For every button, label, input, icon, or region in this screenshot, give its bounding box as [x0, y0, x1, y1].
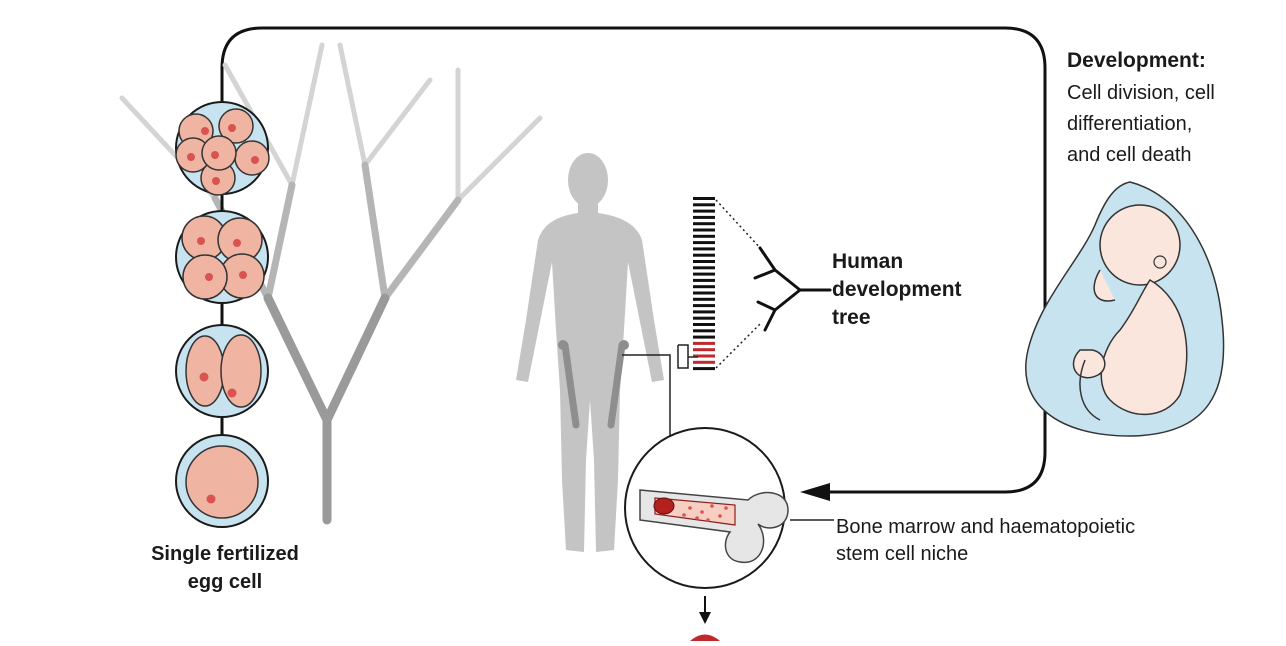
ladder-bar: [693, 297, 715, 301]
fetus-illustration: [1025, 181, 1225, 437]
ladder-bar: [693, 241, 715, 245]
ladder-bar: [693, 197, 715, 200]
ladder-bar: [693, 360, 715, 364]
ladder-bar: [693, 260, 715, 263]
ladder-bar: [693, 335, 715, 339]
cycle-arrowhead: [800, 483, 830, 501]
callout-lines: [622, 344, 698, 440]
ladder-bar: [693, 272, 715, 276]
ladder-bar: [693, 222, 715, 226]
ladder-bar: [693, 247, 715, 251]
mini-tree-icon: [753, 246, 832, 332]
lineage-tree: [119, 42, 543, 525]
ladder-bar: [693, 234, 715, 238]
ladder-bar: [693, 354, 715, 358]
ladder-bar: [693, 341, 715, 345]
ladder-bar: [693, 228, 715, 232]
ladder-bar: [693, 215, 715, 219]
blood-cell-partial: [690, 634, 720, 641]
development-title: Development:: [1067, 49, 1206, 72]
human-development-tree-label: Human development tree: [832, 250, 962, 329]
cycle-arrow: [220, 26, 1047, 501]
ladder-bar: [693, 310, 715, 314]
cell-stage-8: [175, 101, 270, 196]
leg-bones: [558, 340, 629, 429]
cell-stage-2: [175, 324, 269, 418]
ladder-bar: [693, 203, 715, 207]
ladder-bar: [693, 253, 715, 257]
development-description: Cell division, cell differentiation, and…: [1067, 82, 1215, 166]
bone-marrow-magnifier: [624, 427, 834, 589]
ladder-bar: [693, 329, 715, 333]
ladder-bar: [693, 266, 715, 270]
zoom-lines: [715, 199, 763, 369]
human-silhouette: [516, 153, 664, 552]
cell-stage-4: [175, 210, 269, 304]
ladder-bar: [693, 291, 715, 295]
ladder-bar: [693, 367, 715, 371]
ladder-bar: [693, 323, 715, 326]
down-arrow: [690, 596, 720, 641]
bone-marrow-label: Bone marrow and haematopoietic stem cell…: [836, 516, 1136, 565]
ladder-bar: [693, 278, 715, 282]
ladder-bar: [693, 304, 715, 308]
ladder-bar: [693, 209, 715, 213]
cell-stage-1: [175, 434, 269, 528]
cell-barcode-ladder: [693, 197, 715, 371]
ladder-bar: [693, 285, 715, 289]
ladder-bar: [693, 348, 715, 352]
ladder-bar: [693, 316, 715, 320]
fertilized-egg-label: Single fertilized egg cell: [151, 543, 299, 593]
